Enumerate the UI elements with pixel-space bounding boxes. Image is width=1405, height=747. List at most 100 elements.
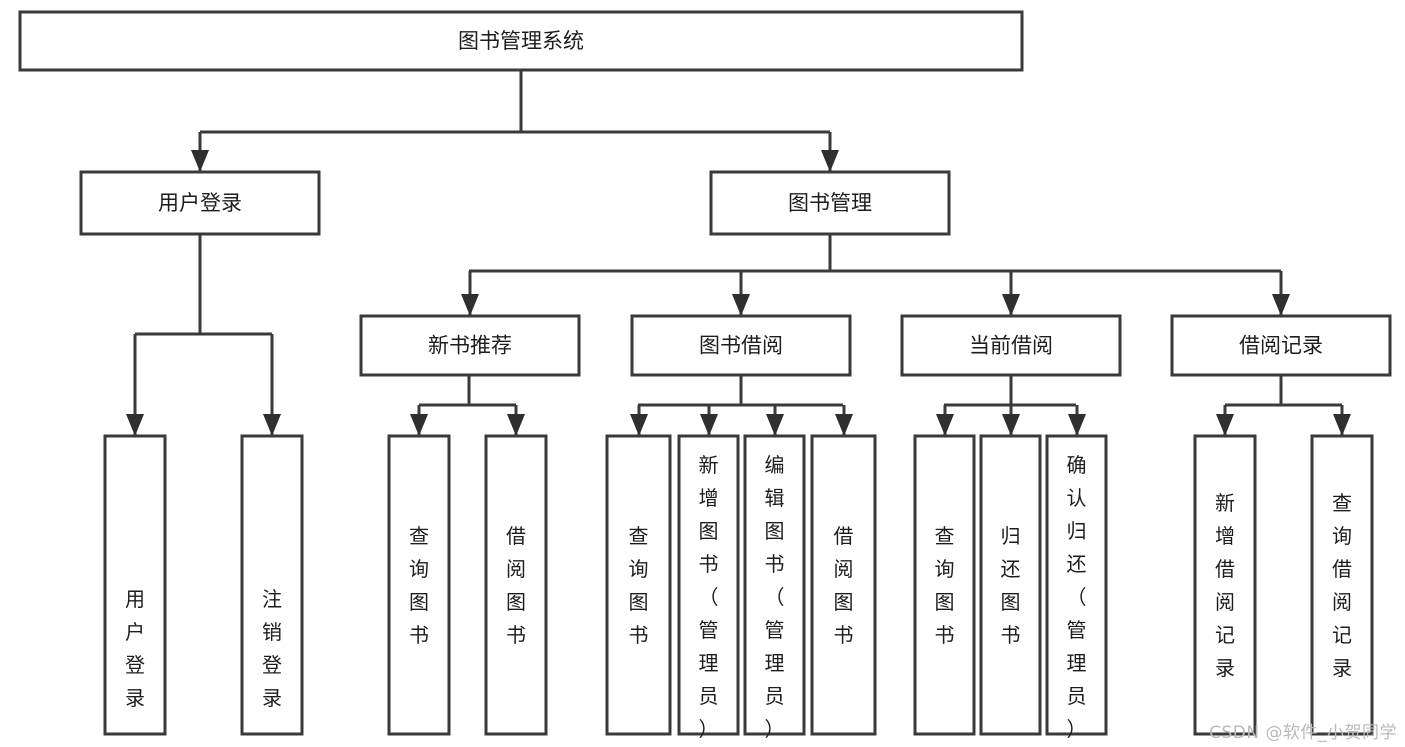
node-label-char: 理 (699, 651, 719, 675)
node-label-char: 书 (765, 552, 785, 576)
node-label-char: 借 (834, 524, 854, 548)
node-label: 借阅记录 (1239, 334, 1323, 358)
node-label-char: 借 (1332, 557, 1352, 581)
edge-borrow-record-to-leaf-rec-search (1333, 405, 1351, 436)
edge-current-borrow-to-leaf-cur-query (936, 405, 954, 436)
node-label-char: 书 (506, 623, 526, 647)
node-label-char: 编 (765, 453, 785, 477)
node-label-char: 询 (629, 557, 649, 581)
node-level2-new-book-rec[interactable]: 新书推荐 (359, 314, 581, 377)
node-label-char: 图 (409, 590, 429, 614)
node-box[interactable] (677, 434, 740, 736)
node-label-char: 书 (1001, 623, 1021, 647)
node-label-char: 借 (506, 524, 526, 548)
edge-root-to-user-login (191, 132, 209, 172)
node-box[interactable] (103, 434, 167, 736)
node-level2-borrow-record[interactable]: 借阅记录 (1170, 314, 1392, 377)
node-label-char: 还 (1001, 557, 1021, 581)
edge-book-manage-to-new-book-rec (461, 271, 479, 316)
edge-root-to-book-manage (821, 132, 839, 172)
node-box[interactable] (387, 434, 451, 736)
connector-bus-book-manage (469, 234, 1281, 273)
node-label-char: 记 (1215, 623, 1235, 647)
node-label-char: 录 (125, 686, 145, 710)
node-label: 新书推荐 (428, 334, 512, 358)
node-label-char: 管 (765, 618, 785, 642)
node-box[interactable] (18, 10, 1024, 72)
node-label-char: ） (1067, 717, 1087, 741)
node-label-char: 询 (935, 557, 955, 581)
node-label-char: 管 (1067, 618, 1087, 642)
node-label-char: 录 (1215, 656, 1235, 680)
node-label-char: 询 (1332, 524, 1352, 548)
node-box[interactable] (1170, 314, 1392, 377)
node-label: 图书管理系统 (458, 29, 584, 53)
node-label-char: 书 (935, 623, 955, 647)
node-box[interactable] (709, 170, 951, 236)
node-label-char: 归 (1067, 519, 1087, 543)
node-label-char: 书 (699, 552, 719, 576)
edge-current-borrow-to-leaf-cur-return (1002, 405, 1020, 436)
connector-layer (126, 70, 1351, 436)
node-label-char: 图 (699, 519, 719, 543)
node-level1-user-login[interactable]: 用户登录 (79, 170, 321, 236)
node-box[interactable] (605, 434, 672, 736)
edge-user-login-to-leaf-user-login (126, 334, 144, 436)
edge-book-manage-to-borrow-record (1272, 271, 1290, 316)
node-level2-book-borrow[interactable]: 图书借阅 (630, 314, 852, 377)
node-box[interactable] (1193, 434, 1257, 736)
node-label-char: 用 (125, 587, 145, 611)
node-level2-current-borrow[interactable]: 当前借阅 (900, 314, 1122, 377)
node-label-char: 录 (262, 686, 282, 710)
node-label-char: 增 (1215, 524, 1235, 548)
node-label-char: 图 (834, 590, 854, 614)
node-label-char: ） (765, 717, 785, 741)
node-label-char: 户 (125, 620, 145, 644)
node-label-char: 认 (1067, 486, 1087, 510)
edge-book-borrow-to-leaf-borrow-edit (766, 405, 784, 436)
connector-bus-new-book-rec (419, 375, 516, 407)
node-label-char: 员 (699, 684, 719, 708)
node-label-char: 录 (1332, 656, 1352, 680)
node-label-char: 归 (1001, 524, 1021, 548)
node-level1-book-manage[interactable]: 图书管理 (709, 170, 951, 236)
node-label-char: 注 (262, 587, 282, 611)
node-box[interactable] (810, 434, 877, 736)
node-label-char: 管 (699, 618, 719, 642)
node-box[interactable] (913, 434, 976, 736)
node-box[interactable] (484, 434, 548, 736)
node-label-char: 员 (765, 684, 785, 708)
node-box[interactable] (979, 434, 1042, 736)
node-root-root[interactable]: 图书管理系统 (18, 10, 1024, 72)
node-label-char: 员 (1067, 684, 1087, 708)
node-label-char: 查 (409, 524, 429, 548)
edge-book-manage-to-current-borrow (1002, 271, 1020, 316)
node-box[interactable] (359, 314, 581, 377)
node-leaf-leaf-user-login[interactable]: 用户登录 (103, 434, 167, 736)
node-box[interactable] (1310, 434, 1374, 736)
node-box[interactable] (1045, 434, 1108, 736)
node-box[interactable] (900, 314, 1122, 377)
node-box[interactable] (240, 434, 304, 736)
node-box[interactable] (743, 434, 806, 736)
node-box[interactable] (79, 170, 321, 236)
node-label-char: 销 (262, 620, 282, 644)
node-label: 图书借阅 (699, 334, 783, 358)
node-label-char: 图 (935, 590, 955, 614)
node-label-char: 询 (409, 557, 429, 581)
edge-book-borrow-to-leaf-borrow-query (630, 405, 648, 436)
node-box[interactable] (630, 314, 852, 377)
